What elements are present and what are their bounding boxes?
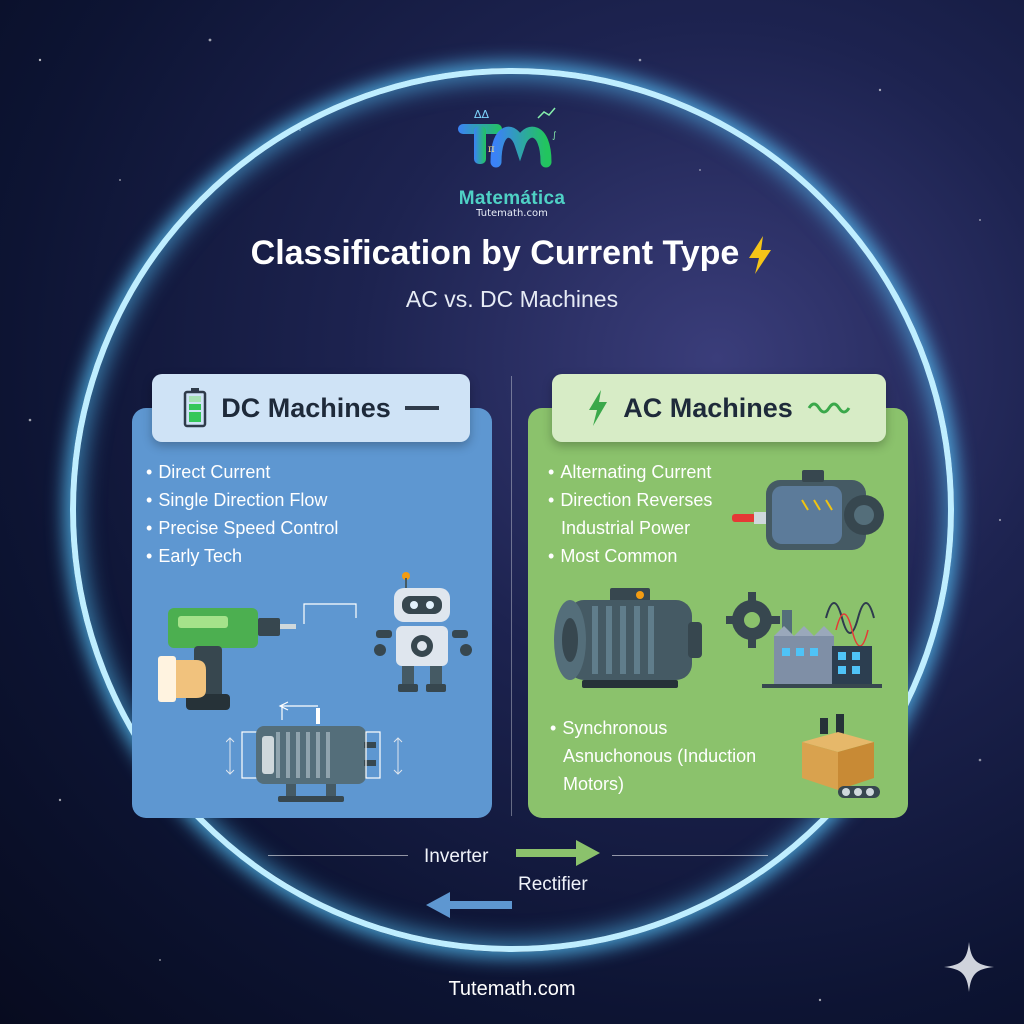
svg-text:π: π	[488, 144, 495, 155]
ac-motor-small-icon	[732, 470, 884, 550]
factory-gear-icon	[726, 592, 882, 688]
svg-text:ΔΔ: ΔΔ	[474, 108, 490, 121]
glowing-ring	[70, 68, 954, 952]
dc-motor-icon	[226, 701, 403, 802]
dc-heading-card: DC Machines	[152, 374, 470, 442]
ac-heading: AC Machines	[623, 392, 793, 423]
list-item: Motors)	[563, 774, 625, 794]
logo: ΔΔ π ∫ Matemática Tutemath.com	[452, 104, 572, 219]
left-arrow-icon	[426, 892, 512, 918]
inverter-line-left	[268, 855, 408, 856]
title-text: Classification by Current Type	[250, 234, 740, 272]
list-item: Precise Speed Control	[146, 514, 338, 542]
sparkle-icon	[944, 942, 994, 992]
dc-heading: DC Machines	[221, 392, 391, 423]
power-drill-icon	[158, 608, 296, 710]
list-item: Synchronous	[550, 714, 756, 742]
lightning-icon	[589, 390, 608, 426]
list-item: Industrial Power	[561, 518, 691, 538]
list-item: Direct Current	[146, 458, 338, 486]
package-conveyor-icon	[802, 714, 880, 798]
ac-heading-card: AC Machines	[552, 374, 886, 442]
connector-arrow-icon	[303, 603, 357, 624]
dc-bullet-list: Direct Current Single Direction Flow Pre…	[146, 458, 338, 570]
list-item: Asnuchonous (Induction	[563, 746, 757, 766]
list-item: Direction Reverses	[548, 486, 712, 514]
logo-site: Tutemath.com	[476, 208, 548, 219]
list-item: Most Common	[548, 542, 712, 570]
logo-brand: Matemática	[458, 188, 566, 209]
list-item: Single Direction Flow	[146, 486, 338, 514]
svg-text:∫: ∫	[552, 131, 557, 141]
subtitle: AC vs. DC Machines	[405, 286, 619, 312]
right-arrow-icon	[516, 840, 600, 866]
ac-bullet-list: Alternating Current Direction Reverses I…	[548, 458, 712, 570]
lightning-bolt-icon	[749, 236, 772, 275]
list-item: Alternating Current	[548, 458, 712, 486]
tm-logo-icon: ΔΔ π ∫	[458, 107, 557, 168]
rectifier-label: Rectifier	[518, 874, 588, 895]
dc-line-icon	[404, 406, 439, 410]
ac-motor-large-icon	[554, 588, 702, 688]
robot-icon	[374, 572, 472, 692]
footer-site: Tutemath.com	[448, 978, 576, 1000]
battery-icon	[183, 388, 207, 428]
center-divider	[511, 376, 512, 816]
list-item: Early Tech	[146, 542, 338, 570]
page-title: Classification by Current Type	[0, 234, 1024, 275]
ac-type-list: Synchronous Asnuchonous (Induction Motor…	[550, 714, 756, 798]
sine-wave-icon	[807, 402, 851, 414]
inverter-label: Inverter	[424, 846, 489, 867]
inverter-line-right	[612, 855, 768, 856]
